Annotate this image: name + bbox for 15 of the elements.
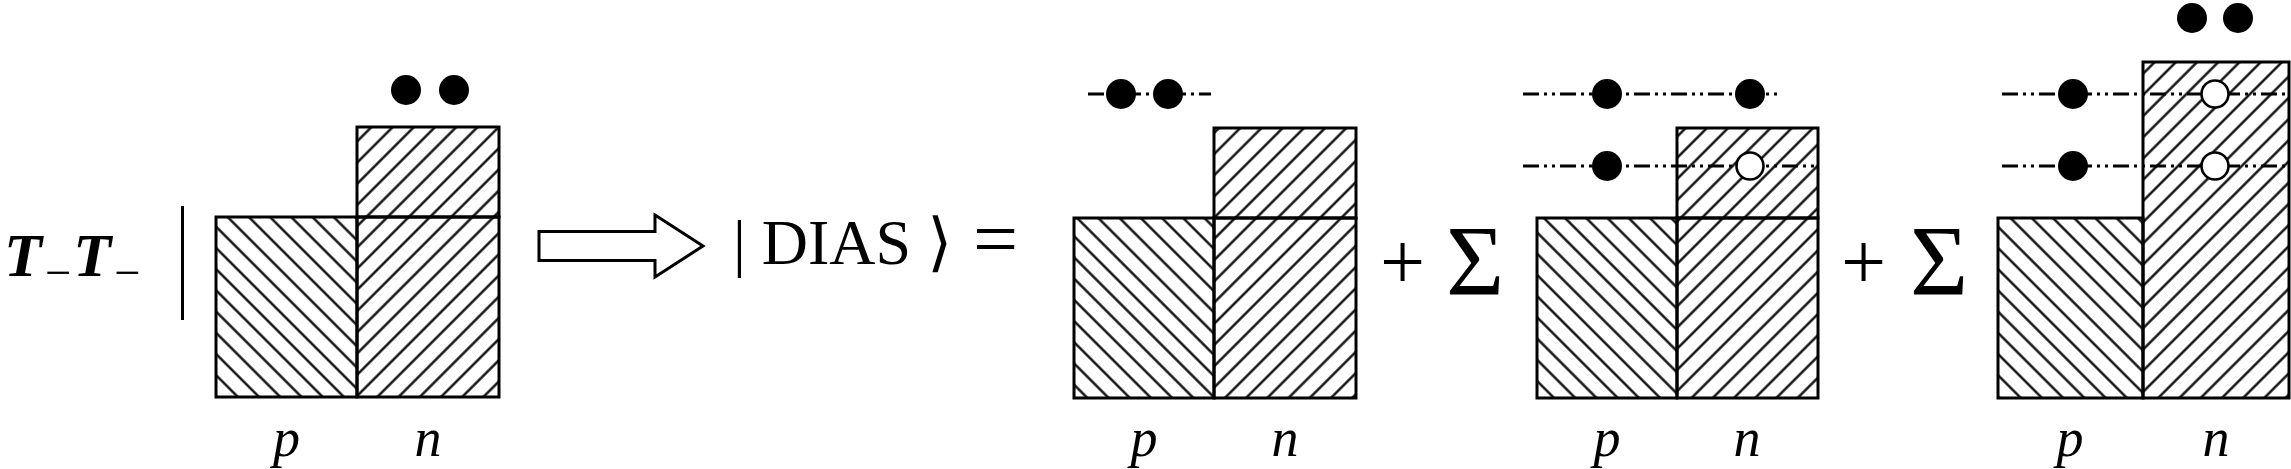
sum-symbol: Σ [1910, 211, 1969, 311]
plus-sign: + [1380, 222, 1426, 302]
hatched-diagram [1521, 77, 1821, 400]
operator-expression: T$_{−}$T$_{−}$ [4, 224, 143, 286]
equals-sign: = [973, 199, 1019, 279]
plus-sign: + [1841, 222, 1887, 302]
block-arrow [537, 212, 706, 280]
column-label: n [414, 411, 442, 465]
column-label: n [2202, 411, 2230, 465]
column-label: n [1271, 411, 1299, 465]
hatched-diagram [1994, 1, 2291, 400]
column-label: n [1733, 411, 1761, 465]
hatched-diagram [212, 73, 502, 400]
sum-symbol: Σ [1446, 211, 1505, 311]
hatched-diagram [1070, 77, 1360, 400]
